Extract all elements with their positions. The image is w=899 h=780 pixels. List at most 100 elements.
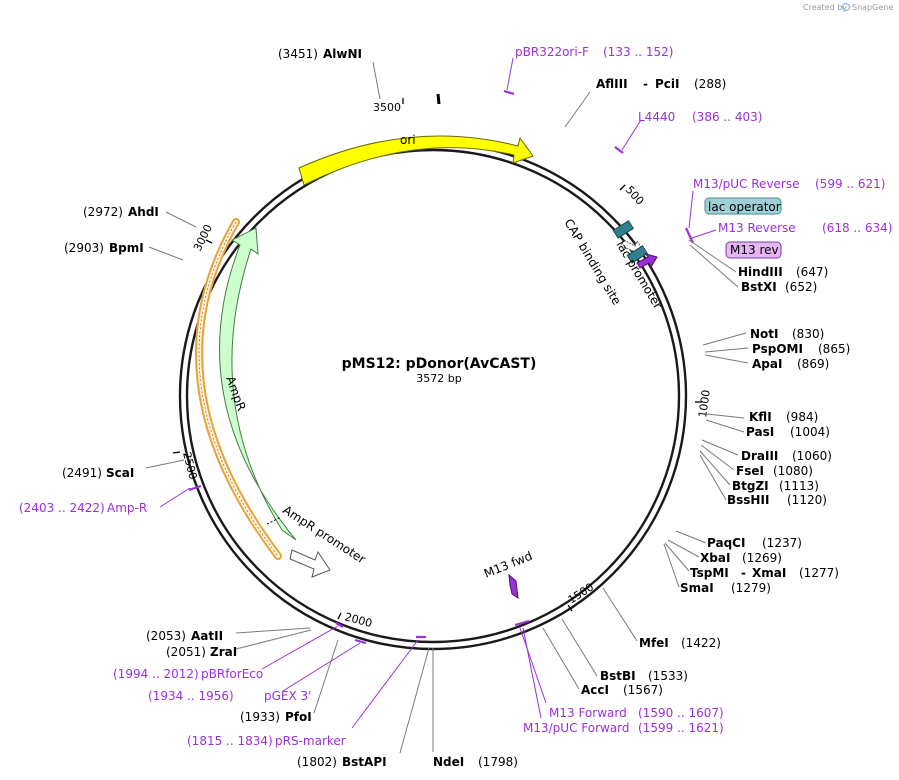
- svg-text:AlwNI: AlwNI: [323, 47, 362, 61]
- svg-text:L4440: L4440: [638, 110, 675, 124]
- plasmid-title: pMS12: pDonor(AvCAST): [342, 356, 537, 372]
- site-bpmi[interactable]: (2903) BpmI: [64, 241, 144, 255]
- svg-text:HindIII: HindIII: [738, 265, 783, 279]
- site-hindiii[interactable]: HindIII (647): [738, 265, 828, 279]
- svg-text:(1060): (1060): [792, 449, 832, 463]
- primer-pgex3[interactable]: (1934 .. 1956) pGEX 3': [148, 689, 311, 703]
- svg-text:(1934 .. 1956): (1934 .. 1956): [148, 689, 234, 703]
- site-ahdi[interactable]: (2972) AhdI: [83, 205, 159, 219]
- svg-text:-: -: [741, 566, 746, 580]
- svg-text:BtgZI: BtgZI: [732, 479, 769, 493]
- site-ndei[interactable]: NdeI (1798): [433, 755, 518, 769]
- site-xbai[interactable]: XbaI (1269): [700, 551, 782, 565]
- snapgene-logo-icon: [841, 2, 851, 12]
- primer-m13-puc-forward[interactable]: M13/pUC Forward (1599 .. 1621): [523, 721, 724, 735]
- site-scai[interactable]: (2491) ScaI: [62, 466, 134, 480]
- svg-text:(1237): (1237): [762, 536, 802, 550]
- lac-operator-box: [626, 245, 648, 264]
- svg-text:(1080): (1080): [773, 464, 813, 478]
- svg-text:BpmI: BpmI: [109, 241, 144, 255]
- svg-text:M13/pUC Reverse: M13/pUC Reverse: [693, 177, 800, 191]
- primer-prs-marker[interactable]: (1815 .. 1834) pRS-marker: [187, 734, 346, 748]
- m13-rev-feature-arrow: [636, 253, 658, 269]
- primer-m13-forward[interactable]: M13 Forward (1590 .. 1607): [549, 706, 724, 720]
- svg-text:AccI: AccI: [581, 683, 609, 697]
- svg-text:(1590 .. 1607): (1590 .. 1607): [638, 706, 724, 720]
- site-draiii[interactable]: DraIII (1060): [741, 449, 832, 463]
- site-afliii-pcii[interactable]: AflIII - PciI (288): [596, 77, 726, 91]
- svg-text:(599 .. 621): (599 .. 621): [815, 177, 885, 191]
- svg-text:pGEX 3': pGEX 3': [264, 689, 311, 703]
- svg-text:AatII: AatII: [191, 629, 223, 643]
- site-zrai[interactable]: (2051) ZraI: [166, 645, 237, 659]
- tick-label-3500: 3500: [373, 101, 401, 114]
- primer-m13-puc-reverse[interactable]: M13/pUC Reverse (599 .. 621): [693, 177, 885, 191]
- svg-text:(1533): (1533): [648, 669, 688, 683]
- svg-text:pBR322ori-F: pBR322ori-F: [515, 45, 589, 59]
- primer-l4440[interactable]: L4440 (386 .. 403): [638, 110, 762, 124]
- site-bstxi[interactable]: BstXI (652): [741, 280, 817, 294]
- site-alwni[interactable]: (3451) AlwNI: [278, 47, 362, 61]
- lac-region: [612, 220, 658, 269]
- credit-prefix: Created by: [803, 3, 847, 12]
- svg-text:(865): (865): [818, 342, 850, 356]
- primer-amp-r[interactable]: (2403 .. 2422) Amp-R: [19, 501, 147, 515]
- svg-text:(1567): (1567): [623, 683, 663, 697]
- svg-text:PasI: PasI: [746, 425, 774, 439]
- svg-text:M13/pUC Forward: M13/pUC Forward: [523, 721, 630, 735]
- site-apai[interactable]: ApaI (869): [752, 357, 829, 371]
- site-bstbi[interactable]: BstBI (1533): [600, 669, 688, 683]
- svg-text:NdeI: NdeI: [433, 755, 464, 769]
- primer-m13-reverse[interactable]: M13 Reverse (618 .. 634): [718, 221, 892, 235]
- svg-text:(1120): (1120): [787, 493, 827, 507]
- svg-text:(386 .. 403): (386 .. 403): [692, 110, 762, 124]
- ampr-promoter-arrow: [289, 549, 331, 578]
- tick-label-3000: 3000: [191, 222, 215, 253]
- site-bsshii[interactable]: BssHII (1120): [727, 493, 827, 507]
- site-pasi[interactable]: PasI (1004): [746, 425, 830, 439]
- lac-operator-tag[interactable]: lac operator: [704, 197, 782, 215]
- svg-text:M13 Reverse: M13 Reverse: [718, 221, 796, 235]
- site-kfli[interactable]: KflI (984): [749, 410, 818, 424]
- svg-text:(2051): (2051): [166, 645, 206, 659]
- backbone-outer-ring: [178, 141, 688, 651]
- site-tspmi-xmai[interactable]: TspMI - XmaI (1277): [690, 566, 839, 580]
- ampr-feature-arrow: [219, 227, 297, 541]
- m13-fwd-feature-label: M13 fwd: [482, 549, 534, 581]
- site-mfei[interactable]: MfeI (1422): [639, 636, 721, 650]
- plasmid-length: 3572 bp: [416, 372, 461, 385]
- svg-text:TspMI: TspMI: [690, 566, 729, 580]
- cap-binding-site-box: [612, 220, 634, 239]
- site-btgzi[interactable]: BtgZI (1113): [732, 479, 819, 493]
- svg-text:AhdI: AhdI: [128, 205, 159, 219]
- svg-text:(1599 .. 1621): (1599 .. 1621): [638, 721, 724, 735]
- site-fsei[interactable]: FseI (1080): [736, 464, 813, 478]
- primer-marks: [188, 89, 694, 645]
- svg-text:(2403 .. 2422): (2403 .. 2422): [19, 501, 105, 515]
- svg-text:lac operator: lac operator: [708, 200, 781, 214]
- svg-text:(2903): (2903): [64, 241, 104, 255]
- svg-text:M13 Forward: M13 Forward: [549, 706, 627, 720]
- svg-text:M13 rev: M13 rev: [730, 243, 779, 257]
- svg-text:(1277): (1277): [799, 566, 839, 580]
- svg-text:BstBI: BstBI: [600, 669, 636, 683]
- primer-pbr322ori-f[interactable]: pBR322ori-F (133 .. 152): [515, 45, 673, 59]
- svg-text:(1933): (1933): [240, 710, 280, 724]
- site-pfoi[interactable]: (1933) PfoI: [240, 710, 312, 724]
- svg-text:(1994 .. 2012): (1994 .. 2012): [113, 667, 199, 681]
- site-pspomi[interactable]: PspOMI (865): [752, 342, 850, 356]
- site-paqci[interactable]: PaqCI (1237): [707, 536, 802, 550]
- m13-rev-tag[interactable]: M13 rev: [725, 241, 782, 259]
- site-smai[interactable]: SmaI (1279): [680, 581, 771, 595]
- primer-pbrforeco[interactable]: (1994 .. 2012) pBRforEco: [113, 667, 263, 681]
- svg-text:(984): (984): [786, 410, 818, 424]
- site-acci[interactable]: AccI (1567): [581, 683, 663, 697]
- site-leader-lines: [145, 61, 749, 754]
- svg-text:(1815 .. 1834): (1815 .. 1834): [187, 734, 273, 748]
- site-noti[interactable]: NotI (830): [750, 327, 824, 341]
- site-bstapi[interactable]: (1802) BstAPI: [297, 755, 387, 769]
- svg-text:SmaI: SmaI: [680, 581, 714, 595]
- site-aatii[interactable]: (2053) AatII: [146, 629, 223, 643]
- ori-feature-arrow: [298, 135, 534, 186]
